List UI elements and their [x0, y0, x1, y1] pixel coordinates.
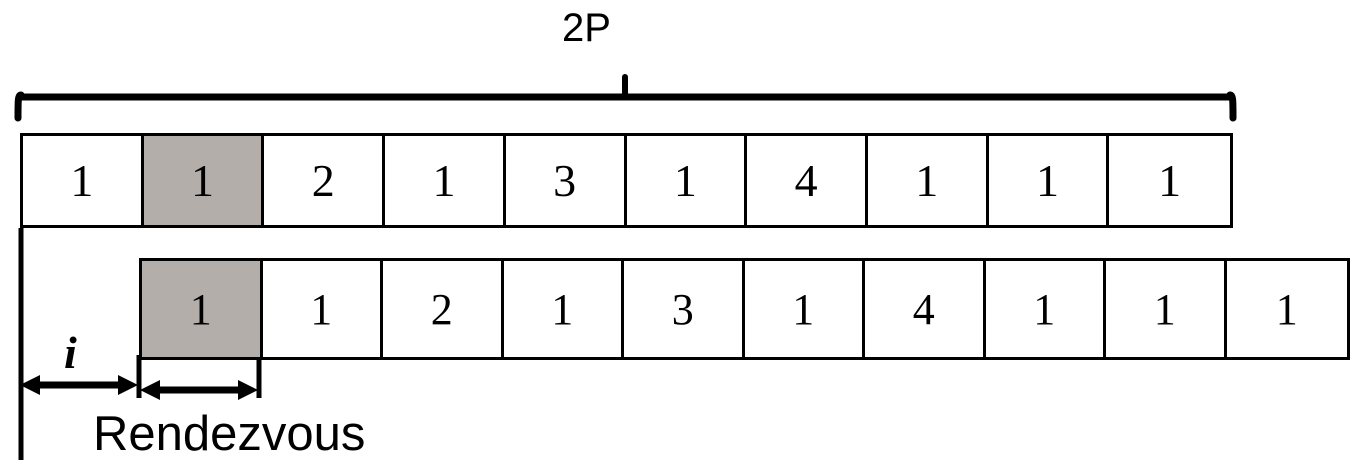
array-cell: 3 — [624, 261, 745, 357]
array-cell: 3 — [505, 136, 627, 225]
dimension-arrow-rendezvous — [140, 380, 258, 400]
array-cell: 1 — [1109, 136, 1231, 225]
array-cell: 1 — [867, 136, 989, 225]
array-cell: 1 — [1226, 261, 1347, 357]
array-cell: 1 — [744, 261, 865, 357]
offset-label-i: i — [64, 327, 77, 378]
array-cell: 1 — [262, 261, 383, 357]
array-cell: 4 — [747, 136, 868, 225]
span-label-2p: 2P — [562, 6, 611, 50]
array-cell: 1 — [985, 261, 1106, 357]
array-cell: 1 — [1106, 261, 1227, 357]
array-cell: 1 — [23, 136, 144, 225]
dimension-arrow-i — [20, 375, 138, 395]
array-cell: 1 — [142, 261, 263, 357]
array-cell: 1 — [626, 136, 748, 225]
array-cell: 1 — [143, 136, 265, 225]
brace-2p-icon — [14, 74, 1237, 122]
array-cell: 1 — [385, 136, 506, 225]
array-cell: 1 — [503, 261, 624, 357]
array-cell: 4 — [865, 261, 986, 357]
array-cell: 2 — [383, 261, 504, 357]
rendezvous-label: Rendezvous — [93, 407, 366, 461]
array-cell: 2 — [264, 136, 386, 225]
array-cell: 1 — [988, 136, 1110, 225]
